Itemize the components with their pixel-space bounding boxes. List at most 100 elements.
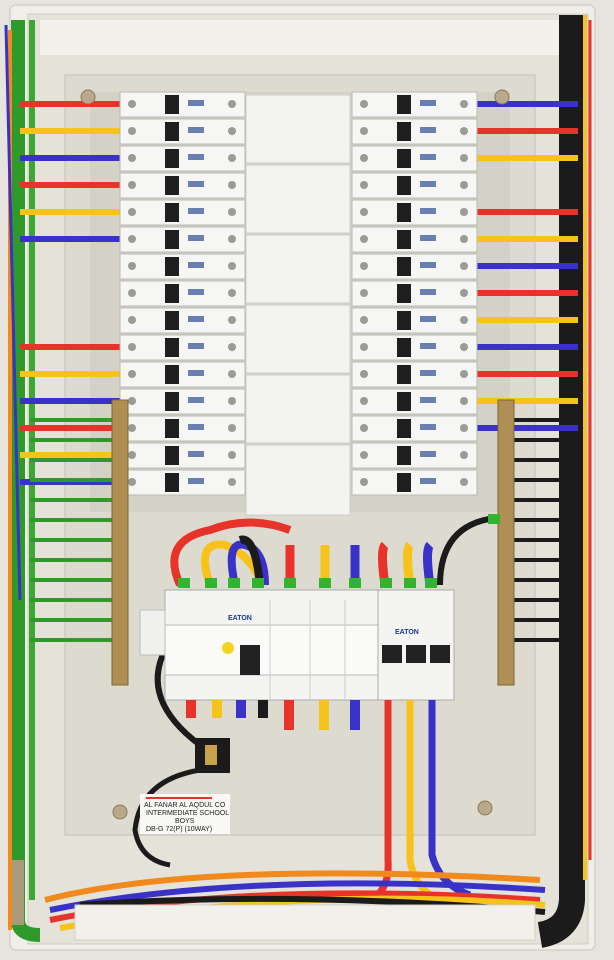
mcb-rating-plate	[420, 478, 436, 484]
mcb-right-10[interactable]	[351, 334, 478, 361]
mcb-rating-plate	[420, 316, 436, 322]
mcb-toggle[interactable]	[165, 392, 179, 411]
terminal-screw	[128, 235, 136, 243]
mcb-toggle[interactable]	[165, 176, 179, 195]
terminal-screw	[360, 478, 368, 486]
mcb-left-2[interactable]	[119, 118, 246, 145]
mcb-left-14[interactable]	[119, 442, 246, 469]
mcb-toggle[interactable]	[165, 122, 179, 141]
mcb-left-13[interactable]	[119, 415, 246, 442]
three-phase-mcbs[interactable]: EATON	[377, 589, 455, 701]
mcb-left-9[interactable]	[119, 307, 246, 334]
mcb-toggle[interactable]	[397, 392, 411, 411]
mcb-body	[351, 145, 478, 172]
mcb-toggle-l3[interactable]	[430, 645, 450, 663]
mcb-right-8[interactable]	[351, 280, 478, 307]
mcb-left-1[interactable]	[119, 91, 246, 118]
mcb-toggle[interactable]	[165, 419, 179, 438]
mcb-toggle[interactable]	[165, 95, 179, 114]
mcb-left-11[interactable]	[119, 361, 246, 388]
green-terminal-sleeves	[178, 514, 500, 588]
mcb-right-9[interactable]	[351, 307, 478, 334]
mcb-toggle[interactable]	[397, 203, 411, 222]
terminal-screw	[360, 154, 368, 162]
mcb-left-15[interactable]	[119, 469, 246, 496]
terminal-screw	[460, 397, 468, 405]
earth-bar-right	[497, 399, 515, 686]
mcb-right-12[interactable]	[351, 388, 478, 415]
mcb-rating-plate	[188, 424, 204, 430]
mcb-rating-plate	[420, 208, 436, 214]
mcb-left-5[interactable]	[119, 199, 246, 226]
mcb-right-5[interactable]	[351, 199, 478, 226]
mcb-right-13[interactable]	[351, 415, 478, 442]
blank-cover	[245, 94, 351, 164]
mcb-right-3[interactable]	[351, 145, 478, 172]
terminal-screw	[360, 262, 368, 270]
mcb-toggle[interactable]	[397, 311, 411, 330]
mcb-toggle[interactable]	[165, 257, 179, 276]
mcb-toggle[interactable]	[397, 419, 411, 438]
blank-covers	[245, 94, 351, 516]
rcd-main-switch[interactable]: EATON	[164, 589, 381, 701]
mcb-left-6[interactable]	[119, 226, 246, 253]
mcb-toggle[interactable]	[397, 149, 411, 168]
mcb-toggle-l1[interactable]	[382, 645, 402, 663]
mcb-toggle[interactable]	[165, 365, 179, 384]
mcb-toggle[interactable]	[397, 338, 411, 357]
rcd-toggle[interactable]	[240, 645, 260, 675]
mcb-right-14[interactable]	[351, 442, 478, 469]
terminal-screw	[228, 316, 236, 324]
mcb-toggle[interactable]	[397, 257, 411, 276]
mcb-toggle[interactable]	[165, 149, 179, 168]
mcb-toggle[interactable]	[165, 230, 179, 249]
mcb-right-7[interactable]	[351, 253, 478, 280]
mcb-rating-plate	[420, 424, 436, 430]
mcb-toggle[interactable]	[397, 122, 411, 141]
mcb-left-7[interactable]	[119, 253, 246, 280]
mcb-right-2[interactable]	[351, 118, 478, 145]
terminal-screw	[228, 343, 236, 351]
mcb-toggle[interactable]	[165, 446, 179, 465]
blank-cover	[245, 234, 351, 304]
mcb-right-1[interactable]	[351, 91, 478, 118]
rcd-test-button[interactable]	[222, 642, 234, 654]
terminal-screw	[360, 451, 368, 459]
mcb-left-10[interactable]	[119, 334, 246, 361]
mcb-toggle-l2[interactable]	[406, 645, 426, 663]
mcb-left-12[interactable]	[119, 388, 246, 415]
blank-cover	[245, 374, 351, 444]
mcb-right-11[interactable]	[351, 361, 478, 388]
mcb-toggle[interactable]	[165, 203, 179, 222]
mcb-left-8[interactable]	[119, 280, 246, 307]
mcb-toggle[interactable]	[165, 284, 179, 303]
terminal-screw	[128, 289, 136, 297]
terminal-screw	[128, 397, 136, 405]
mcb-toggle[interactable]	[397, 446, 411, 465]
mcb-rating-plate	[420, 127, 436, 133]
mcb-toggle[interactable]	[397, 284, 411, 303]
mcb-toggle[interactable]	[165, 311, 179, 330]
mcb-toggle[interactable]	[165, 338, 179, 357]
mcb-body	[119, 145, 246, 172]
mcb-toggle[interactable]	[397, 365, 411, 384]
mcb-left-4[interactable]	[119, 172, 246, 199]
mcb-right-15[interactable]	[351, 469, 478, 496]
mcb-body	[119, 469, 246, 496]
mcb-left-3[interactable]	[119, 145, 246, 172]
mcb-toggle[interactable]	[397, 95, 411, 114]
mcb-toggle[interactable]	[397, 176, 411, 195]
mcb-toggle[interactable]	[165, 473, 179, 492]
terminal-screw	[128, 343, 136, 351]
mcb-body	[351, 91, 478, 118]
terminal-screw	[360, 316, 368, 324]
terminal-screw	[360, 235, 368, 243]
mcb-right-6[interactable]	[351, 226, 478, 253]
mcb-toggle[interactable]	[397, 473, 411, 492]
terminal-screw	[128, 478, 136, 486]
mcb-right-4[interactable]	[351, 172, 478, 199]
mcb-toggle[interactable]	[397, 230, 411, 249]
mcb-rating-plate	[420, 262, 436, 268]
